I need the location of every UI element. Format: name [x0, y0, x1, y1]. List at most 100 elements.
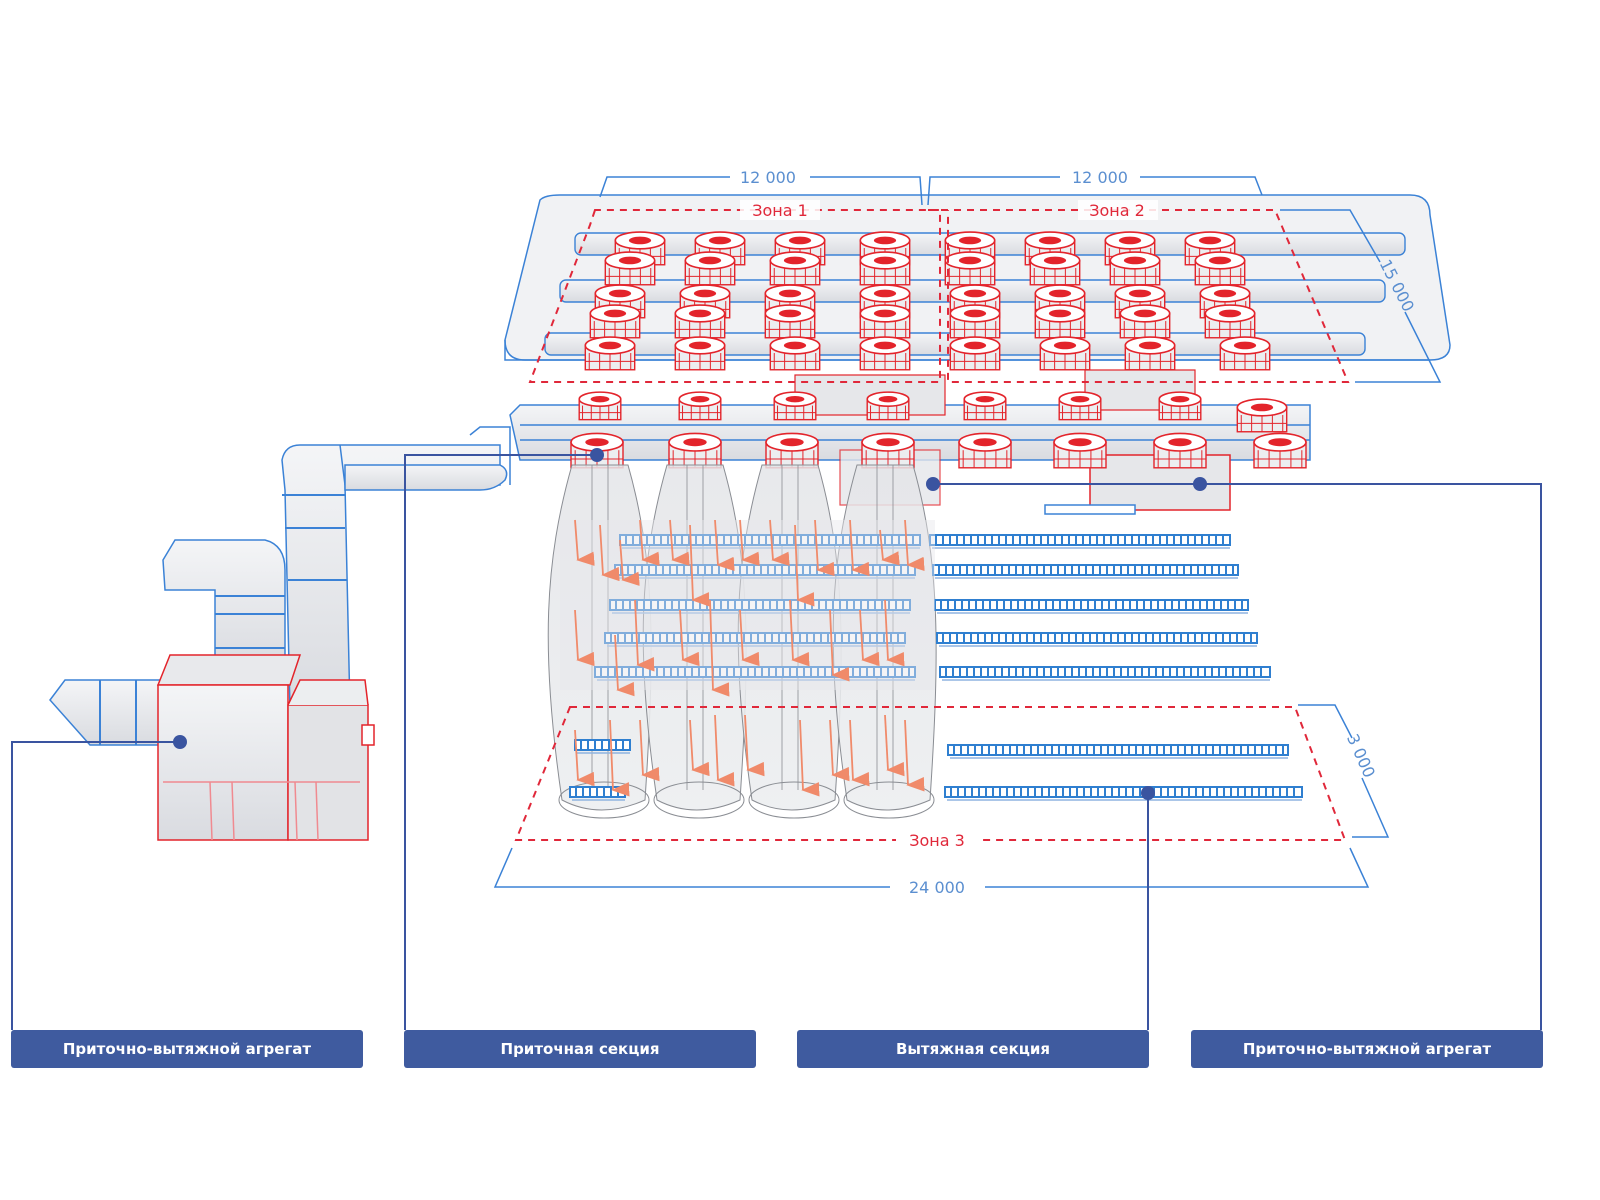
diffuser-icon — [589, 304, 641, 339]
callout-dots — [173, 448, 1207, 800]
conveyor — [569, 786, 626, 801]
arrow-down-icon — [614, 634, 635, 697]
arrow-down-icon — [689, 524, 710, 607]
dim-zone1-line — [599, 176, 923, 206]
diffuser-icon — [1236, 398, 1288, 433]
arrow-down-icon — [739, 609, 760, 667]
arrow-down-icon — [599, 524, 620, 582]
upper-diffusers — [584, 231, 1271, 371]
conveyor — [936, 632, 1258, 647]
label-supply-section[interactable]: Приточная секция — [404, 1030, 756, 1068]
arrow-down-icon — [739, 519, 760, 566]
diffuser-icon — [1204, 304, 1256, 339]
diffuser-icon — [678, 391, 722, 421]
diffuser-icon — [769, 251, 821, 286]
arrow-down-icon — [574, 519, 595, 566]
diffuser-icon — [773, 391, 817, 421]
callout-lines — [11, 454, 1542, 1030]
dim-zone1-text: 12 000 — [740, 168, 796, 187]
arrow-down-icon — [634, 599, 655, 672]
arrow-down-icon — [859, 609, 880, 667]
arrow-down-icon — [814, 519, 835, 577]
diffuser-icon — [958, 432, 1012, 469]
diffuser-icon — [944, 251, 996, 286]
diffuser-icon — [949, 336, 1001, 371]
dim-depth-line — [1280, 209, 1442, 383]
conveyor — [594, 666, 916, 681]
diffuser-icon — [684, 251, 736, 286]
diffuser-icon — [765, 432, 819, 469]
arrow-down-icon — [714, 519, 735, 572]
diffuser-icon — [1053, 432, 1107, 469]
diffuser-icon — [584, 336, 636, 371]
diffuser-icon — [866, 391, 910, 421]
label-ahu-left[interactable]: Приточно-вытяжной агрегат — [11, 1030, 363, 1068]
conveyor — [944, 786, 1303, 801]
diffuser-icon — [963, 391, 1007, 421]
arrow-down-icon — [789, 599, 810, 667]
diffuser-icon — [578, 391, 622, 421]
arrow-down-icon — [799, 719, 820, 797]
supply-trunk-duct — [344, 464, 508, 491]
conveyor — [932, 564, 1239, 579]
conveyor — [934, 599, 1249, 614]
zone3-label: Зона 3 — [909, 831, 965, 850]
arrow-down-icon — [679, 609, 700, 667]
diffuser-icon — [861, 432, 915, 469]
diffuser-icon — [1039, 336, 1091, 371]
zone1-label: Зона 1 — [752, 201, 808, 220]
arrow-down-icon — [904, 519, 925, 572]
arrow-down-icon — [689, 719, 710, 777]
callout-line-supply — [404, 454, 597, 1030]
arrow-down-icon — [829, 719, 850, 782]
arrow-down-icon — [879, 529, 900, 566]
label-ahu-right[interactable]: Приточно-вытяжной агрегат — [1191, 1030, 1543, 1068]
callout-dot-ahu-right-1 — [926, 477, 940, 491]
diffuser-icon — [859, 251, 911, 286]
diffuser-icon — [1124, 336, 1176, 371]
diffuser-icon — [1034, 304, 1086, 339]
dim-zone3-text: 3 000 — [1343, 731, 1379, 781]
diffuser-icon — [604, 251, 656, 286]
diffuser-icon — [674, 336, 726, 371]
arrow-down-icon — [829, 609, 850, 682]
arrow-down-icon — [769, 519, 790, 566]
diffuser-icon — [1219, 336, 1271, 371]
arrow-down-icon — [639, 519, 660, 566]
arrow-down-icon — [794, 524, 815, 607]
lower-diffusers — [570, 391, 1307, 469]
label-exhaust-section[interactable]: Вытяжная секция — [797, 1030, 1149, 1068]
diffuser-icon — [859, 336, 911, 371]
diffuser-icon — [1194, 251, 1246, 286]
diffuser-icon — [674, 304, 726, 339]
dimension-lines — [493, 176, 1442, 888]
diffuser-icon — [1158, 391, 1202, 421]
zone1-border — [528, 209, 941, 383]
diffuser-icon — [1153, 432, 1207, 469]
diffuser-icon — [949, 304, 1001, 339]
arrow-down-icon — [709, 599, 730, 697]
arrow-down-icon — [714, 714, 735, 787]
zone-borders — [514, 209, 1350, 841]
callout-dot-ahu-left — [173, 735, 187, 749]
diffuser-icon — [1109, 251, 1161, 286]
zone2-label: Зона 2 — [1089, 201, 1145, 220]
conveyor — [929, 534, 1231, 549]
callout-line-ahu-left — [11, 741, 180, 1030]
conveyor — [574, 739, 631, 754]
arrow-down-icon — [849, 519, 870, 577]
diffuser-icon — [764, 304, 816, 339]
arrow-down-icon — [669, 519, 690, 566]
arrow-down-icon — [904, 719, 925, 792]
diffuser-icon — [1253, 432, 1307, 469]
arrow-down-icon — [574, 609, 595, 667]
dim-zone2-text: 12 000 — [1072, 168, 1128, 187]
diffuser-icon — [1058, 391, 1102, 421]
callout-dot-supply — [590, 448, 604, 462]
arrow-down-icon — [609, 719, 630, 797]
air-flow-arrows — [574, 519, 925, 797]
conveyor — [947, 744, 1289, 759]
callout-dot-exhaust — [1141, 786, 1155, 800]
air-handling-unit-left — [49, 426, 511, 841]
